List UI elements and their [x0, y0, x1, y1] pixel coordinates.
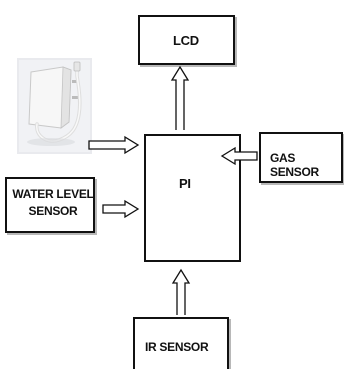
water-level-sensor-label-line2: SENSOR: [28, 204, 78, 218]
arrow-pi-to-lcd: [170, 65, 190, 130]
lcd-label: LCD: [173, 33, 199, 48]
lcd-box: [138, 15, 235, 65]
power-adapter-image: [17, 58, 92, 154]
gas-sensor-label: GAS SENSOR: [270, 151, 319, 179]
arrow-adapter-to-pi: [88, 135, 140, 155]
ir-sensor-label: IR SENSOR: [145, 340, 209, 354]
gas-sensor-box: [259, 132, 343, 183]
water-level-sensor-label-line1: WATER LEVEL: [12, 187, 94, 201]
arrow-ir-to-pi: [171, 268, 191, 315]
arrow-gas-to-pi: [220, 146, 258, 166]
water-level-sensor-box: [5, 177, 95, 233]
arrow-water-to-pi: [102, 199, 140, 219]
ir-sensor-box: [133, 317, 229, 369]
water-level-sensor-label: WATER LEVEL SENSOR: [10, 186, 96, 220]
pi-label: PI: [179, 176, 191, 191]
